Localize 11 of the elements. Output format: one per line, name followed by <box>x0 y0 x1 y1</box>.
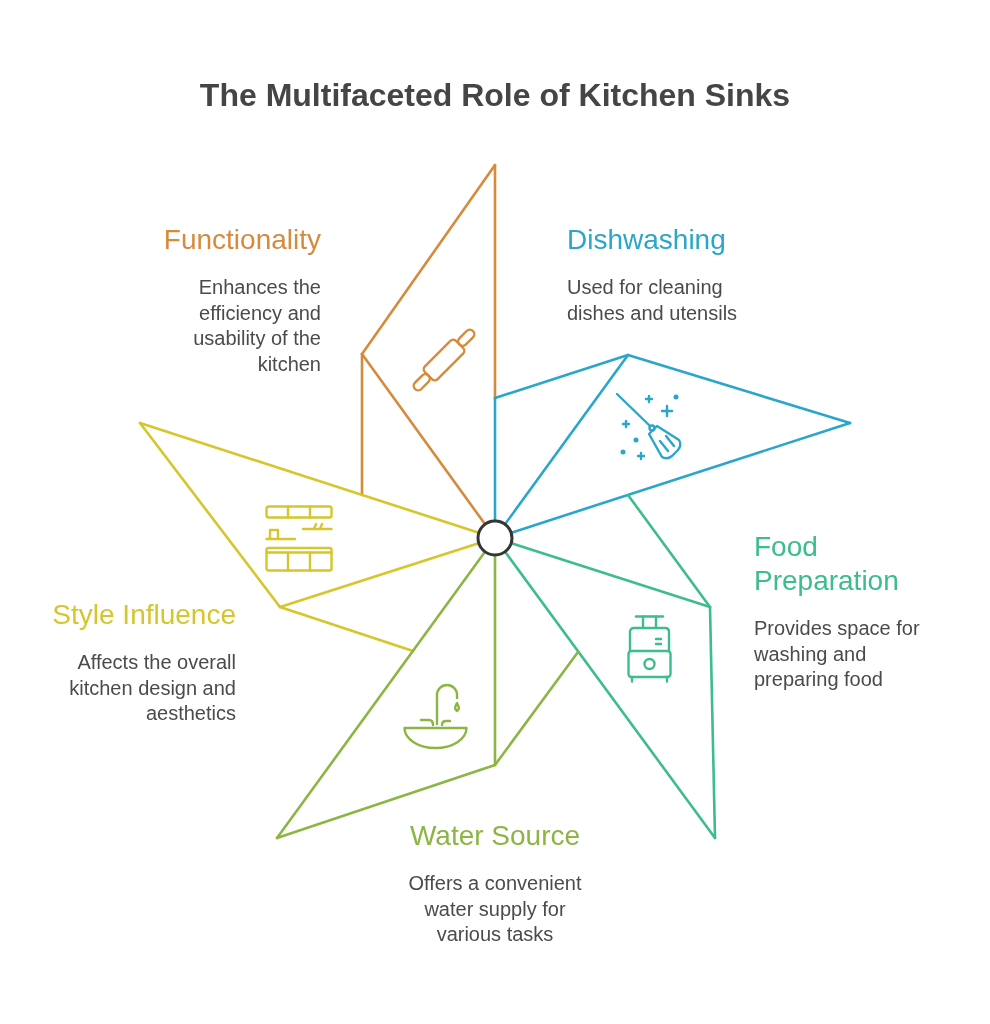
section-heading: Style Influence <box>52 598 236 632</box>
description-text: Affects the overall kitchen design and aesthetics <box>68 650 236 726</box>
diagram-title: The Multifaceted Role of Kitchen Sinks <box>199 76 791 114</box>
section-heading: Water Source <box>409 819 581 853</box>
description-text: Provides space for washing and preparing food <box>754 616 921 692</box>
section-heading: Food Preparation <box>754 530 900 598</box>
description-text: Offers a convenient water supply for various tasks <box>407 871 583 947</box>
description-text: Used for cleaning dishes and utensils <box>567 275 739 326</box>
section-heading: Functionality <box>163 223 321 257</box>
section-heading: Dishwashing <box>567 223 726 257</box>
description-text: Enhances the efficiency and usability of the kitchen <box>192 275 321 377</box>
